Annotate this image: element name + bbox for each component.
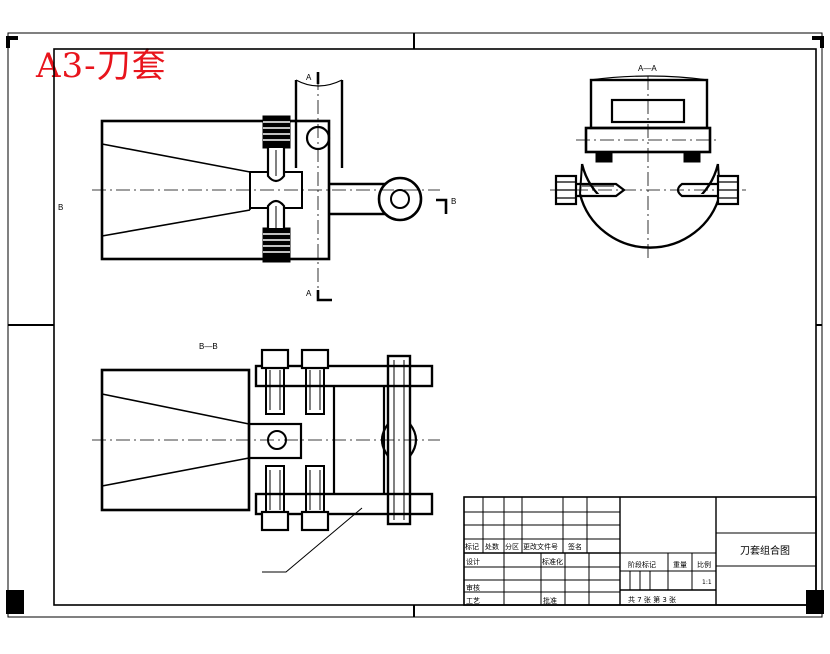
tb-mark: 标记 — [465, 542, 479, 551]
bolts-top — [260, 348, 330, 415]
section-b-right: B — [451, 197, 456, 206]
tb-standardization: 标准化 — [542, 557, 563, 566]
tb-stage-mark: 阶段标记 — [628, 560, 656, 569]
view-aa-label: A—A — [638, 64, 657, 73]
tb-scale: 比例 — [697, 560, 711, 569]
tb-review: 审核 — [466, 583, 480, 592]
tb-weight: 重量 — [673, 561, 687, 569]
section-b-left: B — [58, 203, 63, 212]
section-bb-view — [92, 348, 440, 573]
section-aa-view — [550, 75, 746, 262]
tb-drawing-name: 刀套组合图 — [740, 544, 790, 557]
tb-approve: 批准 — [543, 596, 557, 605]
view-bb-label: B—B — [199, 342, 218, 351]
title-block — [463, 496, 817, 606]
bolts-bottom — [260, 465, 330, 532]
tb-process: 工艺 — [466, 597, 480, 605]
section-a-bottom: A — [306, 289, 312, 298]
tb-design: 设计 — [466, 557, 480, 566]
front-view — [92, 72, 448, 302]
tb-zone: 分区 — [505, 542, 519, 551]
tb-count: 处数 — [485, 542, 499, 551]
corner-marks — [6, 36, 824, 614]
section-a-top: A — [306, 73, 312, 82]
tb-signature: 签名 — [568, 542, 582, 551]
tb-sheets: 共 7 张 第 3 张 — [628, 595, 676, 604]
tb-change-doc: 更改文件号 — [523, 542, 558, 551]
tb-scale-value: 1:1 — [702, 579, 712, 586]
drawing-title: A3-刀套 — [36, 46, 167, 86]
centering-marks — [8, 33, 822, 617]
